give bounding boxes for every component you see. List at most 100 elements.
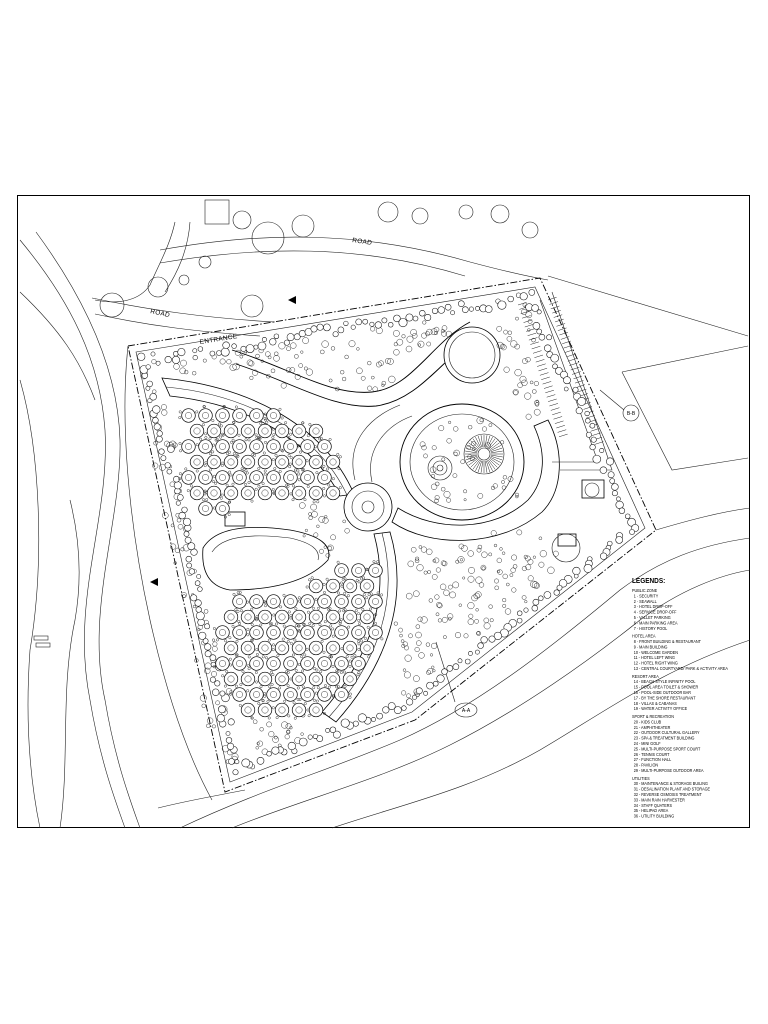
villa-roof-symbol [261, 489, 269, 497]
villa-shrub [312, 500, 316, 504]
shrub-symbol [467, 602, 475, 610]
tree-symbol [550, 353, 559, 363]
villa-shrub [358, 622, 361, 626]
shrub-symbol [203, 609, 209, 614]
tree-symbol [310, 325, 318, 333]
villa-roof-symbol [295, 613, 303, 621]
villa-shrub [203, 464, 207, 468]
shrub-symbol [471, 446, 476, 451]
shrub-symbol [272, 736, 279, 743]
villa-roof-symbol [287, 474, 294, 481]
villa-roof-symbol [244, 427, 252, 435]
shrub-symbol [468, 566, 475, 574]
shrub-symbol [476, 631, 481, 636]
villa-symbol [308, 640, 324, 656]
villa-shrub [281, 449, 285, 453]
tree-symbol [227, 718, 235, 726]
villa-shrub [255, 653, 259, 656]
tree-symbol [216, 350, 222, 356]
shrub-symbol [447, 616, 452, 621]
shrub-symbol [501, 551, 506, 555]
villa-shrub [228, 470, 232, 474]
shrub-symbol [438, 425, 445, 432]
villa-shrub [282, 593, 286, 597]
shrub-symbol [442, 560, 448, 567]
villa-shrub [235, 639, 239, 643]
villa-shrub [301, 468, 305, 471]
villa-symbol [274, 640, 290, 656]
shrub-symbol [477, 493, 484, 499]
shrub-symbol [302, 337, 309, 344]
shrub-symbol [425, 331, 430, 337]
villa-shrub [255, 680, 258, 684]
tree-symbol [195, 611, 205, 621]
villa-shrub [322, 582, 326, 586]
shrub-symbol [517, 382, 523, 388]
villa-shrub [322, 711, 326, 715]
villa-roof-symbol [219, 443, 226, 450]
tree-symbol [519, 292, 528, 301]
villa-shrub [265, 420, 269, 424]
villa-roof-symbol [185, 474, 192, 481]
shrub-symbol [452, 581, 460, 589]
villa-shrub [376, 560, 380, 564]
shrub-symbol [321, 340, 329, 348]
shrub-symbol [475, 576, 483, 584]
villa-shrub [328, 654, 332, 658]
shrub-symbol [211, 638, 216, 642]
villa-shrub [305, 459, 309, 463]
tree-symbol [192, 348, 198, 354]
shrub-symbol [413, 590, 420, 597]
villa-shrub [212, 474, 216, 478]
tree-symbol [323, 323, 331, 332]
parking-stall [560, 336, 570, 340]
parking-stall [569, 362, 578, 366]
villa-symbol [249, 470, 264, 485]
villa-shrub [272, 433, 276, 437]
shrub-symbol [330, 534, 336, 541]
tree-symbol [609, 478, 615, 484]
tree-symbol [573, 573, 579, 579]
parking-stall [542, 381, 552, 385]
villa-roof-symbol [236, 629, 243, 636]
shrub-symbol [513, 390, 519, 396]
shrub-symbol [285, 367, 292, 373]
shrub-symbol [449, 591, 456, 599]
villa-roof-symbol [278, 706, 286, 714]
villa-roof-symbol [346, 675, 354, 683]
villa-roof-symbol [287, 660, 294, 667]
villa-shrub [271, 706, 275, 710]
shrub-symbol [328, 378, 333, 383]
upper-driveway [370, 415, 413, 483]
parking-stall [543, 385, 553, 389]
tree-symbol [592, 454, 602, 464]
shrub-symbol [522, 358, 528, 364]
villa-shrub [239, 683, 243, 686]
shrub-symbol [488, 552, 493, 557]
villa-shrub [281, 637, 285, 641]
parking-stall [566, 353, 576, 358]
villa-symbol [274, 609, 290, 625]
shrub-symbol [403, 671, 411, 679]
villa-shrub [329, 655, 333, 659]
villa-shrub [259, 685, 263, 689]
tree-symbol [160, 455, 167, 461]
parking-stall [554, 420, 564, 424]
villa-shrub [275, 716, 279, 720]
legend-item: 18 - VILLAS & CABANAS [634, 701, 677, 706]
shrub-symbol [511, 554, 518, 561]
shoreline [231, 569, 751, 829]
villa-shrub [205, 498, 209, 502]
shrub-symbol [422, 320, 427, 325]
shrub-symbol [416, 564, 424, 572]
tree-symbol [475, 649, 480, 655]
villa-shrub [350, 655, 354, 659]
villa-roof-symbol [312, 427, 320, 435]
villa-symbol [240, 640, 256, 656]
villa-roof-symbol [270, 443, 277, 450]
tree-symbol [216, 714, 225, 723]
tree-symbol [589, 444, 596, 451]
villa-roof-symbol [261, 458, 269, 466]
shrub-symbol [527, 319, 533, 324]
villa-shrub [294, 607, 298, 611]
